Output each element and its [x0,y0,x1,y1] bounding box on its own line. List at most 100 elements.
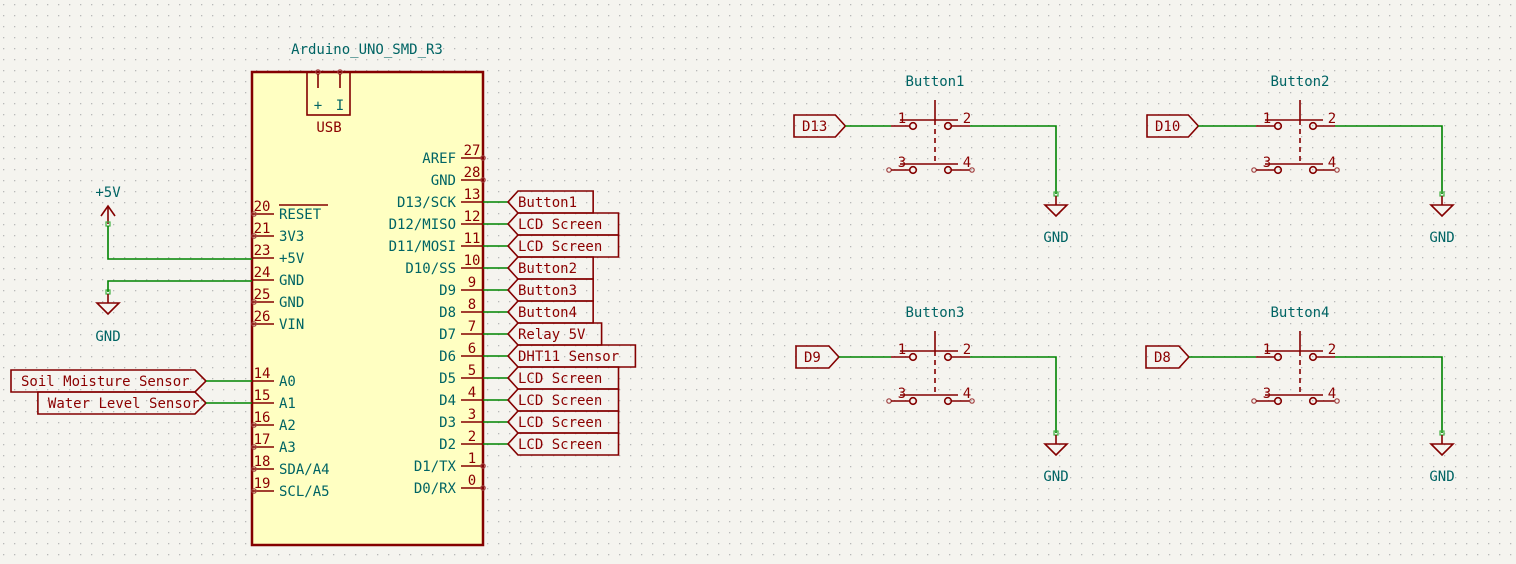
pin-number: 24 [254,265,271,281]
wire-to-gnd [1335,125,1443,194]
gnd-power-symbol[interactable]: GND [1429,430,1455,485]
pin-number: 26 [254,309,271,325]
pin-name: D8 [439,305,456,321]
unconnected-pin-end [480,155,486,161]
unconnected-pin-end [969,167,975,173]
left-pin-23[interactable]: 23+5V [252,243,305,267]
net-label[interactable]: LCD Screen [506,432,620,456]
plus5v-power-symbol[interactable]: +5V [95,185,121,227]
net-label-text: Button2 [518,261,577,277]
pin-name: D6 [439,349,456,365]
net-label[interactable]: Button4 [506,300,594,324]
pin-number: 11 [464,231,481,247]
net-label[interactable]: LCD Screen [506,366,620,390]
net-label[interactable]: LCD Screen [506,234,620,258]
wire-5v [107,226,252,260]
net-label-outline [506,366,620,390]
net-label-text: DHT11 Sensor [518,349,619,365]
net-label-text: Soil Moisture Sensor [21,374,190,390]
pin-number: 4 [963,155,971,171]
unconnected-pin-end [480,177,486,183]
button-net-label[interactable]: D8 [1145,345,1190,369]
net-label-text: LCD Screen [518,239,602,255]
gnd-power-symbol[interactable]: GND [1429,191,1455,246]
pin-number: 1 [898,342,906,358]
arduino-reference-label[interactable]: Arduino_UNO_SMD_R3 [291,42,443,58]
right-pin-0[interactable]: 0D0/RX [414,473,486,497]
net-label[interactable]: Relay 5V [506,322,603,346]
analog-net-label[interactable]: Water Level Sensor [37,391,252,415]
unconnected-pin-end [1334,167,1340,173]
contact-circle [908,396,918,406]
pin-number: 4 [468,385,476,401]
wire-to-gnd [1335,356,1443,433]
net-label[interactable]: DHT11 Sensor [506,344,637,368]
arduino-body[interactable] [250,70,485,547]
pin-name: D11/MOSI [389,239,456,255]
net-label[interactable]: LCD Screen [506,410,620,434]
button-net-label[interactable]: D9 [795,345,840,369]
net-label[interactable]: Button3 [506,278,594,302]
gnd-power-symbol[interactable]: GND [1043,191,1069,246]
net-label-outline [506,322,603,346]
gnd-power-symbol[interactable]: GND [1043,430,1069,485]
button-reference[interactable]: Button2 [1270,74,1329,90]
button-reference[interactable]: Button1 [905,74,964,90]
net-label[interactable]: LCD Screen [506,388,620,412]
pin-name: GND [279,273,304,289]
net-label-outline [506,410,620,434]
pin-number: 25 [254,287,271,303]
net-label[interactable]: Button2 [506,256,594,280]
net-label[interactable]: Button1 [506,190,594,214]
button-reference[interactable]: Button4 [1270,305,1329,321]
usb-pin-name: + [314,98,322,114]
analog-net-label[interactable]: Soil Moisture Sensor [10,369,252,393]
pin-number: 12 [464,209,481,225]
gnd-power-symbol[interactable]: GND [95,289,121,345]
gnd-label: GND [1429,469,1454,485]
net-label-outline [506,256,594,280]
gnd-triangle [1429,204,1455,218]
button-net-label[interactable]: D13 [793,114,847,138]
button-reference[interactable]: Button3 [905,305,964,321]
net-label-text: Button1 [518,195,577,211]
button-net-label[interactable]: D10 [1146,114,1200,138]
net-label-text: D8 [1154,350,1171,366]
net-label-outline [795,345,840,369]
net-label[interactable]: LCD Screen [506,212,620,236]
right-pin-1[interactable]: 1D1/TX [414,451,486,475]
pin-name: RESET [279,207,322,223]
